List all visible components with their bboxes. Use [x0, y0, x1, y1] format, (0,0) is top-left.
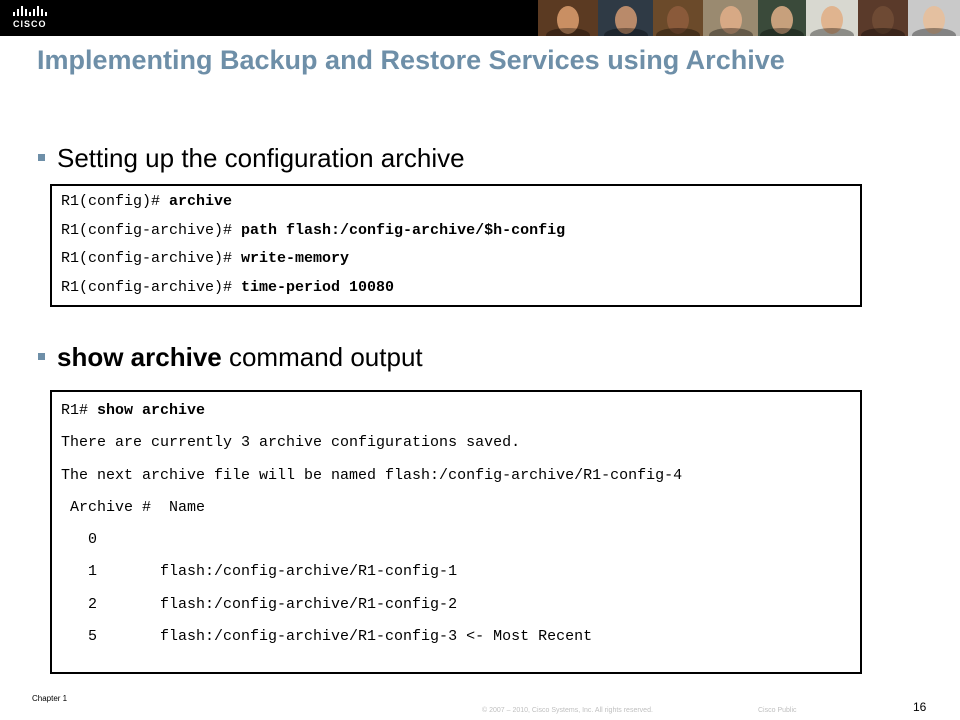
footer-copyright: © 2007 – 2010, Cisco Systems, Inc. All r… [482, 707, 653, 714]
person-shoulders [708, 28, 753, 36]
config-command-line: R1(config-archive)# time-period 10080 [61, 274, 860, 303]
top-banner: CISCO [0, 0, 960, 36]
person-icon [667, 6, 689, 34]
output-lines: There are currently 3 archive configurat… [61, 427, 860, 653]
cli-prompt: R1(config-archive)# [61, 278, 242, 296]
bullet-setup-archive: Setting up the configuration archive [38, 142, 465, 174]
header-photo [908, 0, 960, 36]
person-shoulders [760, 28, 804, 36]
header-photo [703, 0, 758, 36]
person-shoulders [810, 28, 854, 36]
person-shoulders [603, 28, 648, 36]
output-line: 1 flash:/config-archive/R1-config-1 [61, 563, 458, 581]
person-icon [872, 6, 894, 34]
bullet-text: command output [221, 342, 423, 372]
person-shoulders [912, 28, 956, 36]
bullet-show-archive: show archive command output [38, 341, 423, 373]
cli-command: show archive [97, 402, 206, 419]
output-command-line: R1# show archive [61, 395, 860, 427]
header-photo [653, 0, 703, 36]
bullet-square-icon [38, 352, 45, 360]
cli-command: archive [169, 193, 233, 210]
person-icon [614, 6, 637, 34]
person-icon [719, 6, 742, 34]
page-number: 16 [913, 700, 927, 714]
output-line: 5 flash:/config-archive/R1-config-3 <- M… [61, 628, 593, 646]
header-photo [758, 0, 806, 36]
header-photo [858, 0, 908, 36]
header-photo-strip [538, 0, 960, 36]
output-line: 0 [61, 531, 98, 549]
header-photo [538, 0, 598, 36]
header-photo [806, 0, 858, 36]
cli-command: write-memory [241, 250, 350, 267]
footer-classification: Cisco Public [758, 707, 797, 714]
cli-command: time-period 10080 [241, 278, 395, 296]
person-shoulders [546, 28, 590, 36]
header-photo [598, 0, 653, 36]
person-shoulders [861, 28, 905, 36]
output-line: Archive # Name [61, 498, 206, 516]
bullet-square-icon [38, 153, 45, 161]
bullet-command-text: show archive [57, 342, 222, 372]
cli-prompt: R1(config)# [61, 193, 170, 210]
output-line: The next archive file will be named flas… [61, 466, 683, 484]
config-command-line: R1(config-archive)# path flash:/config-a… [61, 217, 860, 246]
config-command-line: R1(config)# archive [61, 188, 860, 217]
cisco-logo-text: CISCO [13, 19, 47, 29]
person-icon [557, 6, 579, 34]
person-icon [923, 6, 945, 34]
cisco-logo-icon [13, 6, 47, 16]
cli-prompt: R1(config-archive)# [61, 250, 242, 267]
show-archive-output-box: R1# show archive There are currently 3 a… [50, 390, 862, 674]
cli-prompt: R1(config-archive)# [61, 221, 242, 239]
bullet-text: Setting up the configuration archive [57, 143, 465, 173]
cli-prompt: R1# [61, 402, 98, 419]
footer-chapter: Chapter 1 [32, 694, 68, 703]
person-shoulders [656, 28, 700, 36]
person-icon [821, 6, 843, 34]
output-line: There are currently 3 archive configurat… [61, 434, 521, 452]
config-command-line: R1(config-archive)# write-memory [61, 245, 860, 274]
output-line: 2 flash:/config-archive/R1-config-2 [61, 595, 458, 613]
cli-command: path flash:/config-archive/$h-config [241, 221, 566, 239]
person-icon [771, 6, 793, 34]
slide-title: Implementing Backup and Restore Services… [37, 45, 785, 75]
